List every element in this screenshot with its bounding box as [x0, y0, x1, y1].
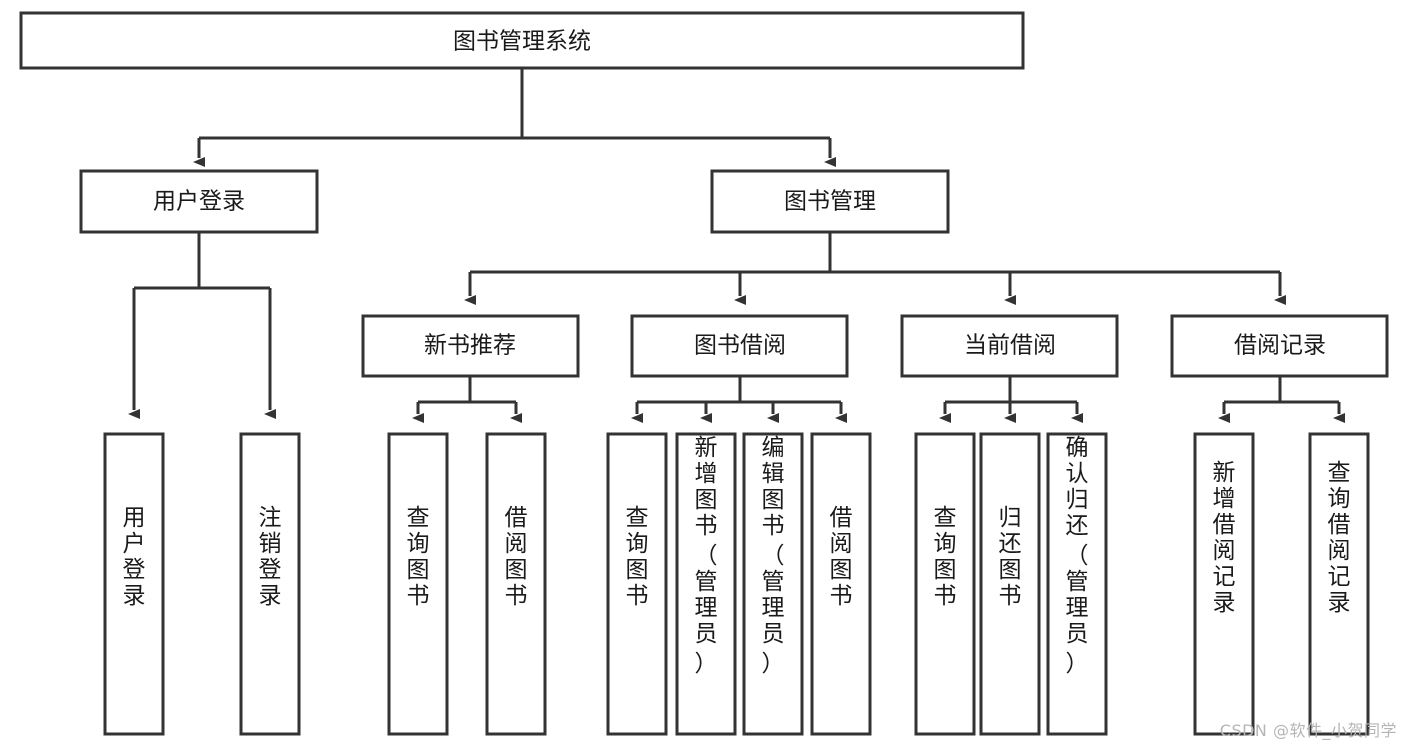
node-user-login-label: 用户登录: [153, 189, 245, 215]
node-current-borrow-box: [900, 314, 1119, 378]
node-leaf-borrow-book-1-label: 借阅图书: [505, 505, 528, 609]
node-new-book-recommend-label: 新书推荐: [424, 333, 516, 359]
edge-group-book-borrow: [631, 376, 847, 423]
node-leaf-query-book-2-label: 查询图书: [626, 505, 649, 609]
node-leaf-confirm-return-label: 确认归还（管理员）: [1066, 435, 1089, 677]
edge-group-book-management: [464, 232, 1286, 305]
node-leaf-add-record-box: [1193, 432, 1255, 736]
node-user-login-box: [79, 169, 319, 234]
node-leaf-query-record-box: [1308, 432, 1370, 736]
node-leaf-borrow-book-1[interactable]: 借阅图书: [485, 432, 547, 736]
node-leaf-query-book-3-box: [914, 432, 976, 736]
node-new-book-recommend-box: [361, 314, 580, 378]
node-leaf-logout-login[interactable]: 注销登录: [239, 432, 301, 736]
node-book-borrow-label: 图书借阅: [694, 333, 786, 359]
node-leaf-query-record[interactable]: 查询借阅记录: [1308, 432, 1370, 736]
node-leaf-user-login-box: [103, 432, 165, 736]
node-leaf-user-login[interactable]: 用户登录: [103, 432, 165, 736]
node-leaf-borrow-book-1-box: [485, 432, 547, 736]
node-leaf-user-login-label: 用户登录: [123, 505, 146, 609]
node-leaf-query-book-2[interactable]: 查询图书: [606, 432, 668, 736]
node-leaf-add-book[interactable]: 新增图书（管理员）: [675, 432, 737, 736]
node-root-box: [19, 11, 1025, 70]
node-user-login[interactable]: 用户登录: [79, 169, 319, 234]
edge-group-user-login: [128, 232, 276, 419]
node-leaf-query-book-2-box: [606, 432, 668, 736]
node-book-management-label: 图书管理: [784, 189, 876, 215]
node-leaf-return-book[interactable]: 归还图书: [979, 432, 1041, 736]
node-root-label: 图书管理系统: [453, 29, 591, 55]
node-book-borrow[interactable]: 图书借阅: [630, 314, 849, 378]
node-new-book-recommend[interactable]: 新书推荐: [361, 314, 580, 378]
node-leaf-return-book-box: [979, 432, 1041, 736]
node-leaf-edit-book[interactable]: 编辑图书（管理员）: [742, 432, 804, 736]
edge-group-root: [193, 68, 836, 167]
node-leaf-logout-login-label: 注销登录: [259, 505, 282, 609]
node-leaf-borrow-book-2-label: 借阅图书: [830, 505, 853, 609]
edge-group-borrow-record: [1218, 376, 1345, 423]
node-book-borrow-box: [630, 314, 849, 378]
edge-group-new-book-recommend: [412, 376, 522, 423]
node-leaf-return-book-label: 归还图书: [999, 505, 1022, 609]
node-leaf-query-book-3[interactable]: 查询图书: [914, 432, 976, 736]
node-leaf-query-book-1-box: [387, 432, 449, 736]
node-leaf-add-book-label: 新增图书（管理员）: [695, 435, 718, 677]
node-leaf-logout-login-box: [239, 432, 301, 736]
node-leaf-add-book-box: [675, 432, 737, 736]
node-leaf-add-record-label: 新增借阅记录: [1213, 460, 1236, 616]
node-leaf-edit-book-box: [742, 432, 804, 736]
node-borrow-record-label: 借阅记录: [1234, 333, 1326, 359]
node-leaf-add-record[interactable]: 新增借阅记录: [1193, 432, 1255, 736]
node-leaf-query-record-label: 查询借阅记录: [1328, 460, 1351, 616]
node-borrow-record-box: [1170, 314, 1389, 378]
node-leaf-confirm-return[interactable]: 确认归还（管理员）: [1046, 432, 1108, 736]
node-leaf-borrow-book-2[interactable]: 借阅图书: [810, 432, 872, 736]
node-book-management-box: [710, 169, 950, 234]
edge-group-current-borrow: [939, 376, 1083, 423]
node-leaf-confirm-return-box: [1046, 432, 1108, 736]
node-leaf-borrow-book-2-box: [810, 432, 872, 736]
node-current-borrow-label: 当前借阅: [964, 333, 1056, 359]
node-leaf-query-book-1-label: 查询图书: [407, 505, 430, 609]
node-leaf-query-book-3-label: 查询图书: [934, 505, 957, 609]
node-current-borrow[interactable]: 当前借阅: [900, 314, 1119, 378]
node-book-management[interactable]: 图书管理: [710, 169, 950, 234]
node-leaf-query-book-1[interactable]: 查询图书: [387, 432, 449, 736]
node-borrow-record[interactable]: 借阅记录: [1170, 314, 1389, 378]
node-root-system[interactable]: 图书管理系统: [19, 11, 1025, 70]
node-leaf-edit-book-label: 编辑图书（管理员）: [762, 435, 785, 677]
